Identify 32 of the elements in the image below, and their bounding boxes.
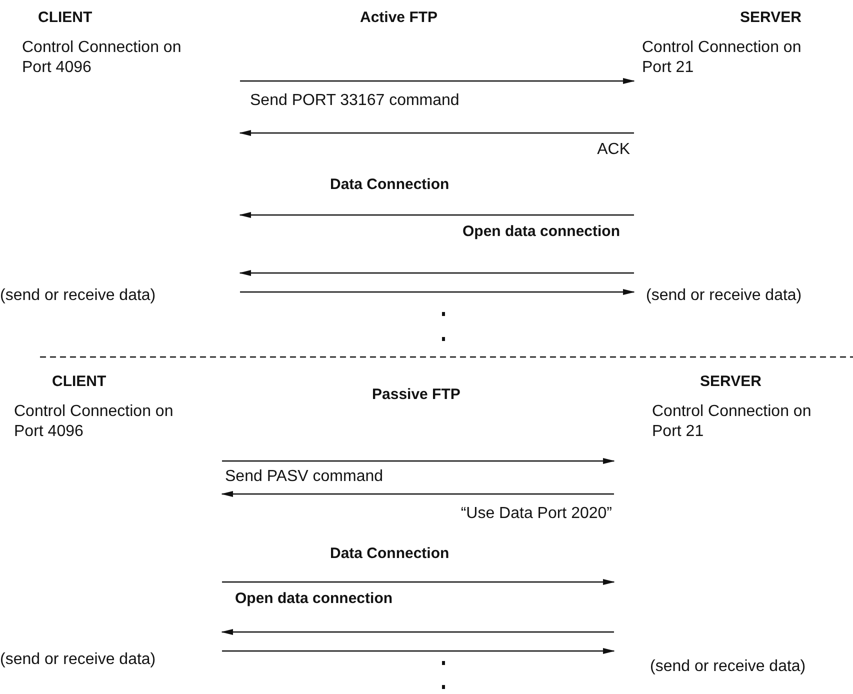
arrow [222,458,615,464]
node-text: (send or receive data) [650,657,806,677]
node-heading: SERVER [740,8,802,28]
arrow [222,648,615,654]
edge-label: Open data connection [235,589,393,609]
arrow [222,579,615,585]
node-text: (send or receive data) [646,286,802,306]
node-text: (send or receive data) [0,650,156,670]
node-text: (send or receive data) [0,286,156,306]
node-text: Control Connection on Port 21 [652,402,812,442]
section-heading: Data Connection [330,175,450,195]
section-heading: Passive FTP [372,385,460,405]
section-heading: Active FTP [360,8,438,28]
edge-label: Send PORT 33167 command [250,91,460,111]
node-heading: SERVER [700,372,762,392]
arrow [240,78,635,84]
arrow [239,212,634,218]
edge-label: “Use Data Port 2020” [460,504,612,524]
arrow [239,270,634,276]
node-text: Control Connection on Port 4096 [22,38,182,78]
edge-label: Open data connection [462,222,620,242]
section-heading: Data Connection [330,544,450,564]
edge-label: Send PASV command [225,467,384,487]
arrow [240,289,635,295]
edge-label: ACK [597,140,630,160]
arrow [221,491,614,497]
node-text: Control Connection on Port 21 [642,38,802,78]
arrow [239,130,634,136]
node-heading: CLIENT [52,372,106,392]
node-text: Control Connection on Port 4096 [14,402,174,442]
arrow [221,629,614,635]
node-heading: CLIENT [38,8,92,28]
